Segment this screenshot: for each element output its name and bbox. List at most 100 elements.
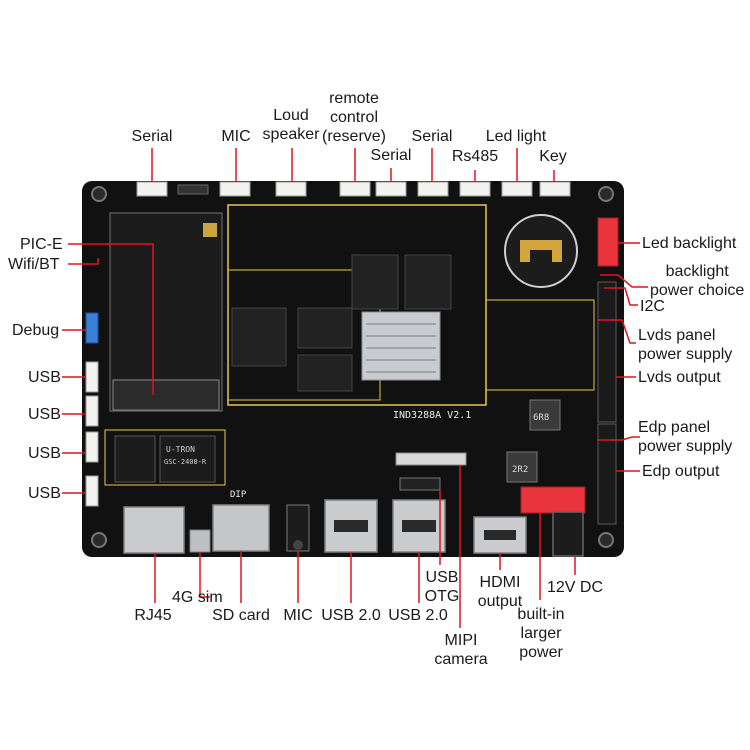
label-wifi-bt: Wifi/BT: [8, 256, 60, 273]
pointer-i2c: [604, 287, 638, 306]
emmc-chip: [231, 307, 287, 367]
led-light-connector: [501, 181, 533, 197]
module-chip-mark: U-TRON: [166, 445, 195, 454]
label-12v-dc: 12V DC: [546, 579, 604, 596]
label-serial-2: Serial: [370, 147, 412, 164]
mount-hole: [598, 532, 614, 548]
coil-1-mark: 2R2: [512, 465, 528, 475]
label-debug: Debug: [12, 322, 60, 339]
module-chip-sub-mark: GSC-2408-R: [164, 458, 207, 466]
label-lvds-panel-power-supply: Lvds panel power supply: [638, 327, 733, 363]
pcie-slot: [112, 379, 220, 411]
usb-1-connector: [85, 361, 99, 393]
serial-1-connector: [136, 181, 168, 197]
hdmi-port-slot: [484, 530, 516, 540]
label-rj45: RJ45: [134, 607, 172, 624]
label-4g-sim: 4G sim: [172, 589, 223, 606]
pointer-4g-sim: [199, 552, 210, 598]
pcie-module: [109, 212, 223, 412]
wifi-antenna-pad: [203, 223, 217, 237]
label-edp-panel-power-supply: Edp panel power supply: [638, 419, 733, 455]
pointer-edp-panel-power: [598, 436, 640, 441]
mic-jack-hole: [293, 540, 303, 550]
sim-slot: [189, 529, 211, 553]
label-key: Key: [539, 148, 567, 165]
power-connector: [520, 486, 586, 514]
usb20-1-port-slot: [334, 520, 368, 532]
dip-mark: DIP: [230, 490, 247, 500]
heatsink: [361, 311, 441, 381]
label-usb-4: USB: [28, 485, 61, 502]
mount-hole: [91, 532, 107, 548]
usb-4-connector: [85, 475, 99, 507]
serial-3-connector: [417, 181, 449, 197]
silk-outline-left: [104, 429, 226, 486]
otg-header: [399, 477, 441, 491]
rj45-jack: [123, 506, 185, 554]
mount-hole: [91, 186, 107, 202]
label-usb20-1: USB 2.0: [321, 607, 381, 624]
network-transformer: [114, 435, 156, 483]
label-usb-3: USB: [28, 445, 61, 462]
label-mipi-camera: MIPI camera: [434, 632, 488, 668]
lvds-header: [597, 281, 617, 423]
label-hdmi-output: HDMI output: [477, 574, 523, 610]
left-usb-connectors: [85, 361, 99, 507]
inductor: [529, 399, 561, 431]
debug-connector: [85, 312, 99, 344]
pointer-pcie: [68, 243, 154, 395]
label-serial-3: Serial: [411, 128, 453, 145]
label-usb20-2: USB 2.0: [388, 607, 448, 624]
dram-chip: [351, 254, 399, 310]
label-mic-top: MIC: [221, 128, 251, 145]
inductor: [506, 451, 538, 483]
edp-header: [597, 423, 617, 525]
dram-chip: [297, 354, 353, 392]
label-built-in-larger-power: built-in larger power: [517, 606, 565, 661]
battery-clip: [520, 240, 562, 262]
led-backlight-connector: [597, 217, 619, 267]
label-lvds-output: Lvds output: [638, 369, 721, 386]
usb20-2-port-slot: [402, 520, 436, 532]
serial-2-connector: [375, 181, 407, 197]
label-backlight-power-choice: backlight power choice: [650, 263, 745, 299]
label-led-light: Led light: [485, 128, 547, 145]
mount-hole: [598, 186, 614, 202]
coil-2-mark: 6R8: [533, 413, 549, 423]
label-loud-speaker: Loud speaker: [262, 107, 320, 143]
pointer-lvds-panel-power: [598, 319, 636, 344]
key-connector: [539, 181, 571, 197]
label-pcie: PIC-E: [20, 236, 63, 253]
label-usb-2: USB: [28, 406, 61, 423]
speaker-connector: [275, 181, 307, 197]
rtc-battery: [504, 214, 578, 288]
mipi-connector: [395, 452, 467, 466]
label-usb-otg: USB OTG: [424, 569, 460, 605]
label-mic-bottom: MIC: [283, 607, 313, 624]
label-usb-1: USB: [28, 369, 61, 386]
usb-3-connector: [85, 431, 99, 463]
label-remote-control: remote control (reserve): [321, 90, 387, 145]
label-led-backlight: Led backlight: [642, 235, 737, 252]
heatsink-fins: [366, 323, 436, 373]
label-rs485: Rs485: [451, 148, 499, 165]
usb-2-connector: [85, 395, 99, 427]
label-sd-card: SD card: [212, 607, 270, 624]
top-connectors: [136, 181, 571, 197]
dram-chip: [404, 254, 452, 310]
pointer-lines: [62, 148, 648, 628]
mic-connector: [219, 181, 251, 197]
utron-chip: [159, 435, 216, 483]
label-edp-output: Edp output: [642, 463, 720, 480]
pointer-wifi-bt: [68, 258, 99, 265]
pointer-backlight-power-choice: [600, 274, 648, 288]
black-header: [177, 184, 209, 195]
dram-chip: [297, 307, 353, 349]
dc-jack: [552, 511, 584, 557]
sd-card-slot: [212, 504, 270, 552]
label-serial-1: Serial: [131, 128, 173, 145]
remote-connector: [339, 181, 371, 197]
label-i2c: I2C: [640, 298, 665, 315]
